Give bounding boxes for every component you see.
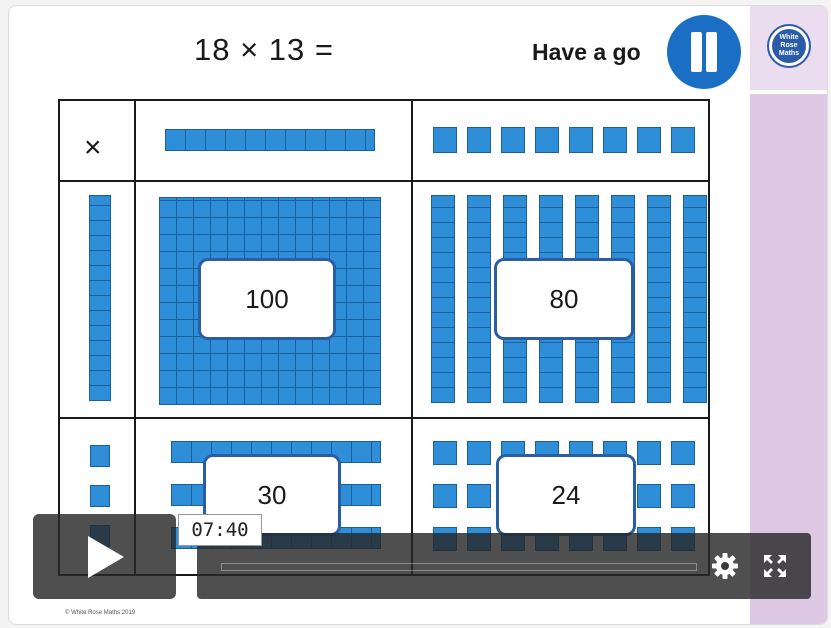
white-rose-maths-logo: White Rose Maths xyxy=(767,24,811,68)
pause-icon[interactable] xyxy=(667,15,741,89)
one-cube xyxy=(603,127,627,153)
one-cube xyxy=(671,127,695,153)
ten-rod xyxy=(467,195,491,403)
one-cube xyxy=(90,445,110,467)
one-cube xyxy=(467,441,491,465)
product-box-100: 100 xyxy=(198,258,336,340)
one-cube xyxy=(433,127,457,153)
one-cube xyxy=(637,441,661,465)
ten-rod-vertical xyxy=(89,195,111,401)
one-cube xyxy=(637,127,661,153)
one-cube xyxy=(637,484,661,508)
product-box-80: 80 xyxy=(494,258,634,340)
one-cube xyxy=(467,127,491,153)
one-cube xyxy=(569,127,593,153)
one-cube xyxy=(671,441,695,465)
product-box-24: 24 xyxy=(496,454,636,536)
copyright-text: © White Rose Maths 2019 xyxy=(65,610,135,616)
ten-rod xyxy=(431,195,455,403)
settings-icon[interactable] xyxy=(710,551,740,581)
sidebar-header: White Rose Maths xyxy=(750,6,827,94)
ten-rod xyxy=(647,195,671,403)
one-cube xyxy=(501,127,525,153)
fullscreen-icon[interactable] xyxy=(762,553,788,579)
one-cube xyxy=(433,441,457,465)
progress-bar[interactable] xyxy=(221,563,697,571)
ten-rod-header xyxy=(165,129,375,151)
one-cube xyxy=(671,484,695,508)
time-tooltip: 07:40 xyxy=(178,514,262,546)
one-cube xyxy=(433,484,457,508)
sidebar: White Rose Maths xyxy=(750,6,827,624)
logo-text: White Rose Maths xyxy=(772,29,806,63)
play-button[interactable] xyxy=(33,514,176,599)
times-symbol: × xyxy=(84,131,102,165)
ten-rod xyxy=(683,195,707,403)
one-cube xyxy=(535,127,559,153)
one-cube xyxy=(90,485,110,507)
play-icon xyxy=(88,536,124,578)
have-a-go-label: Have a go xyxy=(532,39,641,66)
one-cube xyxy=(467,484,491,508)
equation-title: 18 × 13 = xyxy=(194,32,334,68)
multiplication-grid: × 100 80 30 24 xyxy=(58,99,710,576)
